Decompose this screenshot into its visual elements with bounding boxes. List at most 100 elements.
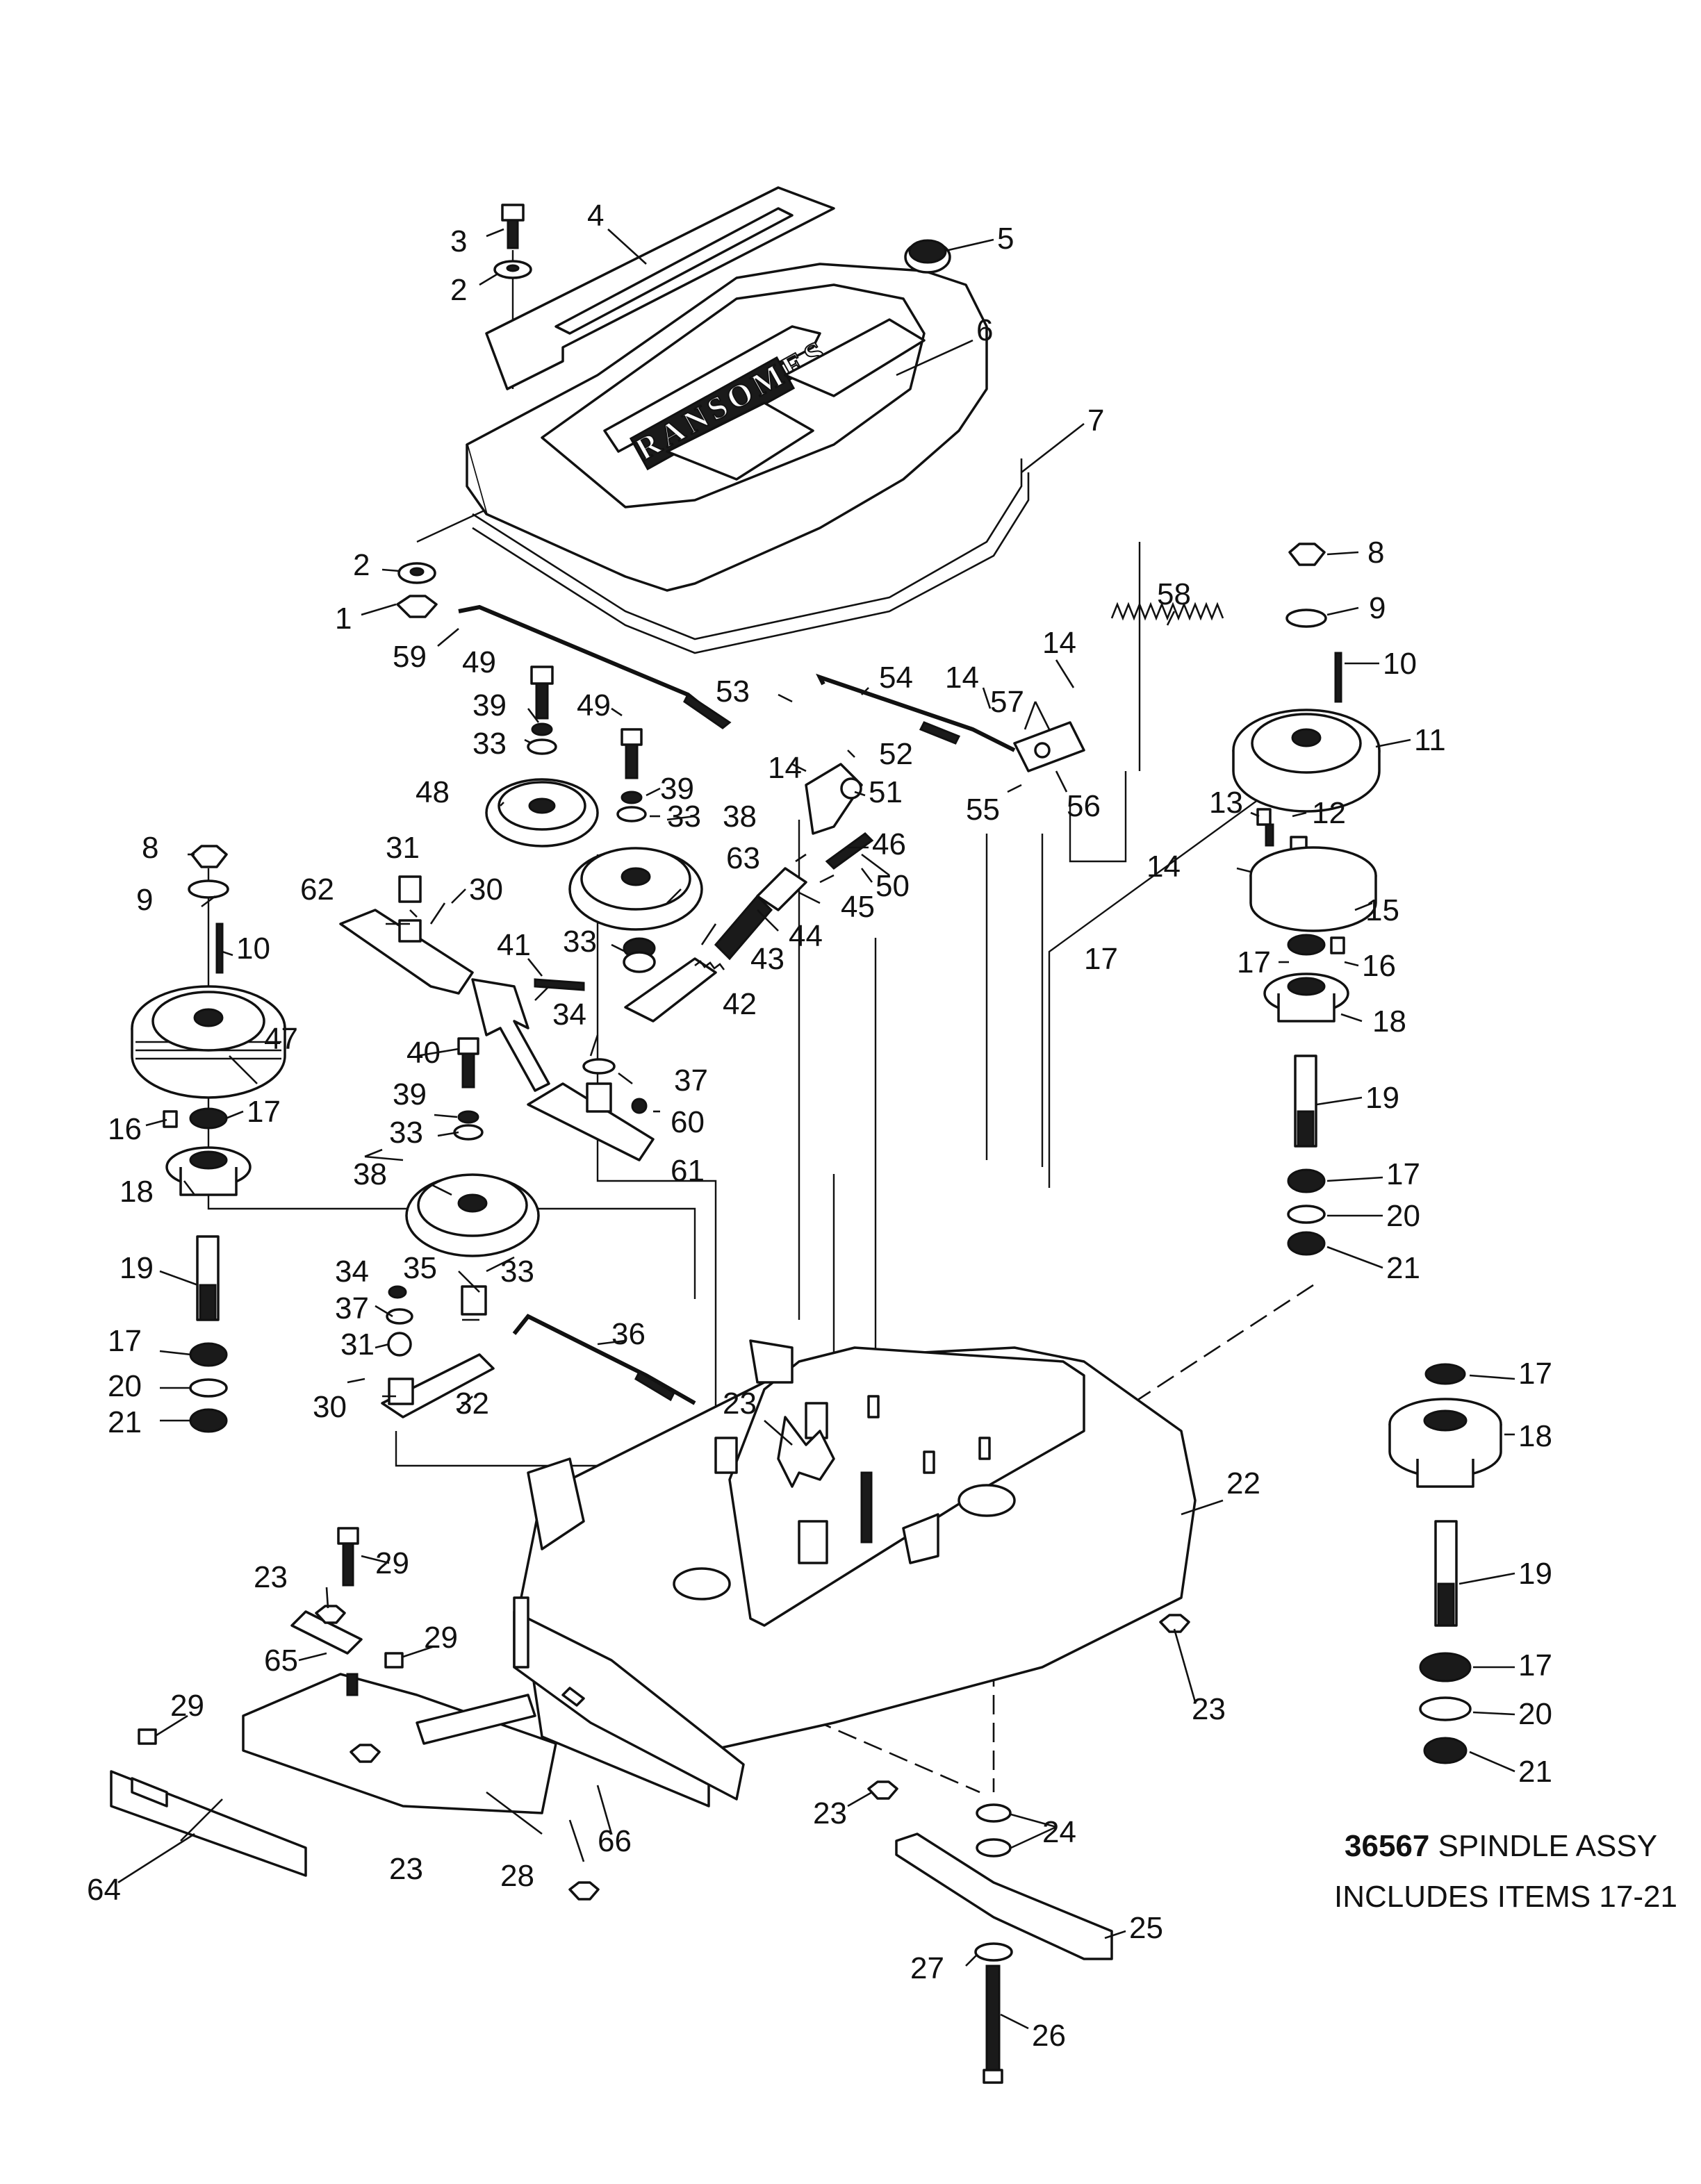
belt-guide-arrow — [471, 978, 550, 1092]
callout-14: 14 — [945, 661, 979, 695]
callout-20: 20 — [108, 1369, 142, 1403]
callout-16: 16 — [1362, 949, 1396, 983]
callout-15: 15 — [1365, 893, 1399, 927]
note-line-1-rest: SPINDLE ASSY — [1429, 1829, 1657, 1863]
callout-2: 2 — [353, 548, 370, 582]
callout-23: 23 — [723, 1387, 757, 1421]
small-parts-41 — [534, 978, 585, 991]
callout-43: 43 — [750, 942, 784, 976]
baffle-plate-28 — [242, 1673, 557, 1814]
callout-44: 44 — [789, 919, 823, 953]
note-line-2: INCLUDES ITEMS 17-21 — [1334, 1880, 1677, 1914]
callout-8: 8 — [142, 831, 158, 865]
callout-52: 52 — [879, 737, 913, 771]
callout-33: 33 — [667, 800, 701, 834]
callout-33: 33 — [563, 925, 597, 959]
callout-17: 17 — [247, 1095, 281, 1129]
callout-10: 10 — [236, 932, 270, 966]
callout-20: 20 — [1518, 1697, 1552, 1731]
callout-26: 26 — [1032, 2019, 1066, 2053]
callout-4: 4 — [587, 199, 604, 233]
note-part-number: 36567 — [1345, 1829, 1429, 1863]
callout-8: 8 — [1367, 536, 1384, 570]
callout-17: 17 — [1386, 1157, 1420, 1191]
callout-10: 10 — [1383, 647, 1417, 681]
lever-plate-56 — [1013, 721, 1085, 772]
callout-48: 48 — [416, 775, 450, 809]
callout-9: 9 — [136, 883, 153, 917]
callout-6: 6 — [976, 313, 993, 347]
callout-7: 7 — [1087, 404, 1104, 438]
callout-37: 37 — [335, 1291, 369, 1325]
idler-pulley-48 — [485, 778, 599, 847]
callout-33: 33 — [472, 727, 507, 761]
callout-18: 18 — [1372, 1004, 1406, 1039]
idler-pulley-38-lower — [405, 1173, 540, 1257]
callout-14: 14 — [768, 751, 802, 785]
callout-55: 55 — [966, 793, 1000, 827]
callout-labels: 1 2 2 3 4 5 6 7 8 8 9 9 10 10 11 12 13 1… — [87, 199, 1552, 2053]
cover-washers-and-nut — [396, 260, 532, 618]
note-line-1: 36567 SPINDLE ASSY — [1345, 1829, 1657, 1863]
callout-24: 24 — [1042, 1815, 1076, 1849]
callout-47: 47 — [264, 1022, 298, 1056]
callout-34: 34 — [552, 998, 586, 1032]
baffle-bracket-65 — [290, 1610, 363, 1696]
idler-pulley-38-upper — [568, 847, 703, 931]
callout-58: 58 — [1157, 577, 1191, 611]
callout-45: 45 — [841, 890, 875, 924]
callout-17: 17 — [1518, 1357, 1552, 1391]
callout-23: 23 — [254, 1560, 288, 1594]
callout-25: 25 — [1129, 1911, 1163, 1945]
extension-spring-58 — [1110, 602, 1224, 621]
callout-38: 38 — [353, 1157, 387, 1191]
callout-29: 29 — [170, 1689, 204, 1723]
callout-65: 65 — [264, 1644, 298, 1678]
callout-22: 22 — [1226, 1466, 1260, 1500]
callout-62: 62 — [300, 872, 334, 907]
idler-arm-62 — [339, 875, 474, 995]
callout-33: 33 — [500, 1255, 534, 1289]
callout-49: 49 — [462, 645, 496, 679]
callout-17: 17 — [1518, 1648, 1552, 1682]
callout-30: 30 — [313, 1390, 347, 1424]
callout-21: 21 — [1518, 1755, 1552, 1789]
spring-link-46-50 — [825, 832, 890, 877]
callout-51: 51 — [869, 775, 903, 809]
callout-23: 23 — [1192, 1692, 1226, 1726]
tension-assembly-42-45 — [624, 867, 807, 1023]
callout-18: 18 — [120, 1175, 154, 1209]
idler-bolts-and-spacers — [453, 665, 656, 1141]
deck-front-skirt — [513, 1596, 745, 1801]
callout-50: 50 — [876, 869, 910, 903]
callout-56: 56 — [1067, 789, 1101, 823]
deck-cover: RANSOMES — [466, 263, 988, 592]
callout-29: 29 — [375, 1546, 409, 1580]
callout-19: 19 — [1365, 1081, 1399, 1115]
callout-19: 19 — [120, 1251, 154, 1285]
callout-39: 39 — [393, 1077, 427, 1111]
callout-39: 39 — [472, 688, 507, 722]
callout-40: 40 — [406, 1036, 441, 1070]
callout-66: 66 — [598, 1824, 632, 1858]
callout-57: 57 — [990, 685, 1024, 719]
callout-37: 37 — [674, 1064, 708, 1098]
blade-assembly — [895, 1803, 1113, 2084]
callout-31: 31 — [386, 831, 420, 865]
callout-35: 35 — [403, 1251, 437, 1285]
callout-36: 36 — [611, 1317, 646, 1351]
callout-14: 14 — [1042, 626, 1076, 660]
callout-17: 17 — [108, 1324, 142, 1358]
callout-39: 39 — [660, 772, 694, 806]
spindle-assy-note: 36567 SPINDLE ASSY INCLUDES ITEMS 17-21 — [1334, 1829, 1677, 1914]
callout-21: 21 — [108, 1405, 142, 1439]
callout-32: 32 — [455, 1387, 489, 1421]
pivot-bracket-51 — [805, 763, 863, 835]
callout-41: 41 — [497, 928, 531, 962]
baffle-bolts-29-and-nuts-23 — [138, 1527, 1190, 1901]
callout-64: 64 — [87, 1873, 121, 1907]
callout-23: 23 — [813, 1796, 847, 1830]
cover-knob — [904, 239, 951, 274]
callout-42: 42 — [723, 987, 757, 1021]
